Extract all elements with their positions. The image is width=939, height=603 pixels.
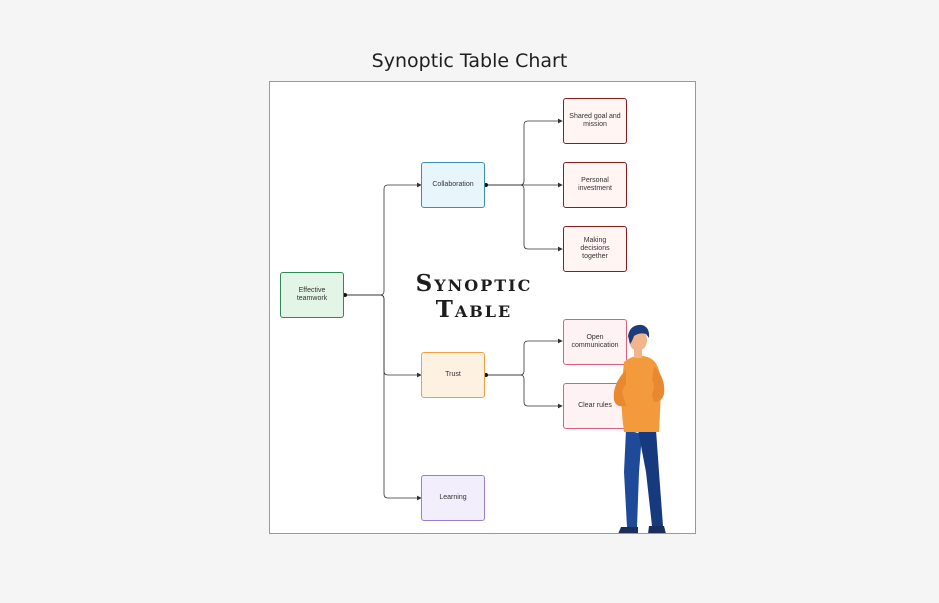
node-effective-teamwork[interactable]: Effective teamwork: [280, 272, 344, 318]
node-label: Shared goal and mission: [569, 113, 621, 128]
connector-trust-rules: [486, 374, 563, 409]
node-label: Personal investment: [578, 177, 612, 192]
connector-trust-open: [486, 338, 563, 376]
node-personal-investment[interactable]: Personal investment: [563, 162, 627, 208]
node-shared-goal[interactable]: Shared goal and mission: [563, 98, 627, 144]
center-title-line1: Synoptic: [415, 270, 533, 297]
node-label: Learning: [439, 494, 467, 501]
page-title: Synoptic Table Chart: [371, 50, 568, 72]
node-label: Collaboration: [432, 181, 474, 188]
node-label: Effective teamwork: [296, 287, 328, 302]
connector-lines: [343, 118, 563, 501]
node-label: Open communication: [571, 334, 619, 349]
center-title-line2: Table: [435, 296, 513, 323]
connector-collab-shared: [486, 118, 563, 186]
center-title: Synoptic Table: [409, 271, 539, 323]
diagram-canvas: Effective teamwork Collaboration Trust L…: [269, 81, 696, 534]
node-label: Trust: [445, 371, 461, 378]
node-making-decisions[interactable]: Making decisions together: [563, 226, 627, 272]
connector-root-collaboration: [345, 182, 422, 296]
connector-collab-decisions: [486, 184, 563, 252]
node-open-communication[interactable]: Open communication: [563, 319, 627, 365]
node-label: Making decisions together: [580, 237, 610, 260]
node-learning[interactable]: Learning: [421, 475, 485, 521]
connector-root-learning: [345, 294, 422, 501]
node-trust[interactable]: Trust: [421, 352, 485, 398]
node-label: Clear rules: [578, 402, 612, 409]
node-collaboration[interactable]: Collaboration: [421, 162, 485, 208]
person-standing-icon: [613, 324, 666, 533]
